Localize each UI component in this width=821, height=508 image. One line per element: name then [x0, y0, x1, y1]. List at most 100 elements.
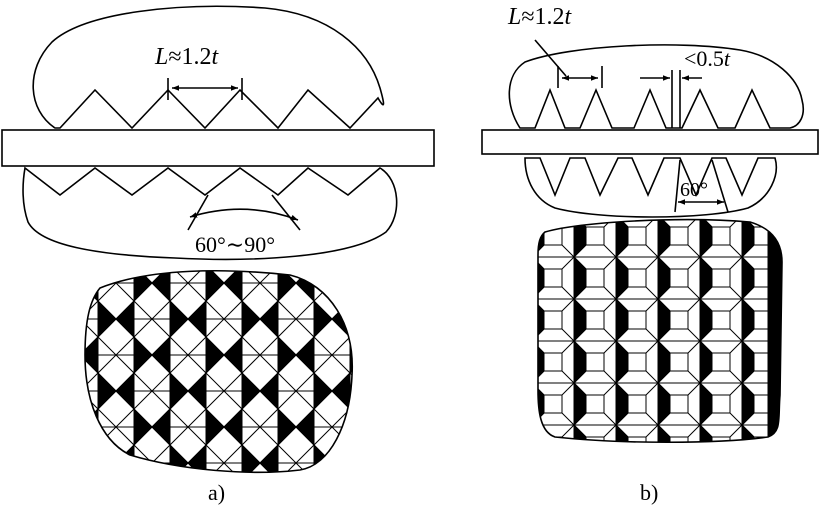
- pyramid-flat-top: [669, 436, 689, 443]
- knurl-pattern-a: [84, 269, 353, 474]
- pyramid-edge: [616, 455, 628, 467]
- workpiece-strip-b: [481, 129, 819, 155]
- pyramid-edge: [687, 382, 701, 396]
- pyramid-edge: [657, 370, 671, 384]
- pyramid-edge: [741, 256, 755, 270]
- pyramid-flat-top: [669, 352, 689, 372]
- pyramid-edge: [687, 244, 701, 258]
- pyramid-edge: [645, 256, 659, 270]
- knurl-pattern-outline-a: [84, 269, 353, 474]
- pyramid-edge: [538, 382, 545, 396]
- pyramid-edge: [604, 455, 616, 467]
- pyramid-edge: [561, 256, 575, 270]
- pyramid-edge: [561, 219, 575, 228]
- pyramid-flat-top: [669, 268, 689, 288]
- pyramid-edge: [573, 412, 587, 426]
- pyramid-edge: [729, 412, 743, 426]
- pyramid-edge: [741, 298, 755, 312]
- pyramid-edge: [699, 328, 713, 342]
- pyramid-edge: [615, 298, 629, 312]
- pyramid-flat-top: [543, 352, 563, 372]
- pyramid-edge: [657, 286, 671, 300]
- pyramid-edge: [645, 286, 659, 300]
- pyramid-edge: [538, 256, 545, 270]
- pyramid-flat-top: [711, 310, 731, 330]
- pyramid-edge: [699, 370, 713, 384]
- pyramid-edge: [615, 244, 629, 258]
- pyramid-edge: [687, 412, 701, 426]
- pyramid-edge: [603, 286, 617, 300]
- pyramid-flat-top: [543, 268, 563, 288]
- pyramid-flat-top: [543, 310, 563, 330]
- knurl-facet-shadow: [115, 443, 135, 473]
- pyramid-edge: [561, 370, 575, 384]
- pyramid-edge: [646, 455, 658, 467]
- pyramid-flat-top: [585, 352, 605, 372]
- lower-knurl-roller-a: [22, 166, 398, 261]
- upper-knurl-roller-a: [32, 5, 385, 130]
- pyramid-edge: [615, 370, 629, 384]
- pyramid-edge: [645, 370, 659, 384]
- pyramid-edge: [573, 256, 587, 270]
- knurl-facet-shadow: [331, 443, 351, 473]
- pyramid-flat-top: [627, 436, 647, 443]
- pyramid-edge: [532, 455, 544, 467]
- pyramid-edge: [645, 382, 659, 396]
- pyramid-edge: [573, 340, 587, 354]
- angle-arc-a: [189, 208, 299, 221]
- pyramid-edge: [645, 412, 659, 426]
- pyramid-edge: [573, 424, 587, 438]
- pyramid-edge: [729, 298, 743, 312]
- knurl-pattern-b: [532, 218, 784, 467]
- pyramid-edge: [687, 340, 701, 354]
- pyramid-edge: [772, 455, 784, 467]
- pyramid-edge: [603, 412, 617, 426]
- pyramid-edge: [603, 328, 617, 342]
- pyramid-edge: [657, 244, 671, 258]
- pyramid-edge: [699, 424, 713, 438]
- pyramid-flat-top: [585, 394, 605, 414]
- pyramid-edge: [741, 382, 755, 396]
- pyramid-edge: [699, 286, 713, 300]
- pyramid-flat-top: [711, 268, 731, 288]
- pyramid-edge: [741, 370, 755, 384]
- upper-knurl-roller-b: [508, 44, 805, 129]
- pyramid-flat-top: [627, 226, 647, 246]
- pyramid-edge: [657, 328, 671, 342]
- pyramid-edge: [538, 298, 545, 312]
- pyramid-edge: [615, 424, 629, 438]
- pyramid-edge: [538, 219, 545, 228]
- pyramid-edge: [603, 382, 617, 396]
- pyramid-edge: [729, 286, 743, 300]
- pyramid-edge: [561, 340, 575, 354]
- pyramid-edge: [538, 340, 545, 354]
- pyramid-flat-top: [753, 436, 773, 443]
- pyramid-edge: [603, 340, 617, 354]
- pyramid-flat-top: [669, 394, 689, 414]
- pyramid-edge: [603, 298, 617, 312]
- pyramid-flat-top: [711, 394, 731, 414]
- pyramid-edge: [538, 286, 545, 300]
- pyramid-edge: [603, 424, 617, 438]
- pyramid-flat-top: [543, 394, 563, 414]
- knurl-facet-shadow: [349, 407, 353, 447]
- pyramid-flat-top: [669, 226, 689, 246]
- pitch-label-b: L≈1.2t: [507, 4, 573, 30]
- pyramid-edge: [741, 286, 755, 300]
- knurl-pattern-outline-b: [537, 218, 783, 444]
- pyramid-edge: [741, 340, 755, 354]
- pyramid-edge: [561, 382, 575, 396]
- pyramid-edge: [562, 455, 574, 467]
- pyramid-edge: [615, 382, 629, 396]
- pyramid-flat-top: [585, 268, 605, 288]
- pyramid-edge: [699, 298, 713, 312]
- pyramid-edge: [615, 412, 629, 426]
- pyramid-edge: [561, 286, 575, 300]
- pyramid-edge: [687, 328, 701, 342]
- pyramid-edge: [645, 328, 659, 342]
- pyramid-edge: [699, 340, 713, 354]
- pyramid-edge: [687, 256, 701, 270]
- pyramid-edge: [561, 298, 575, 312]
- pyramid-edge: [603, 256, 617, 270]
